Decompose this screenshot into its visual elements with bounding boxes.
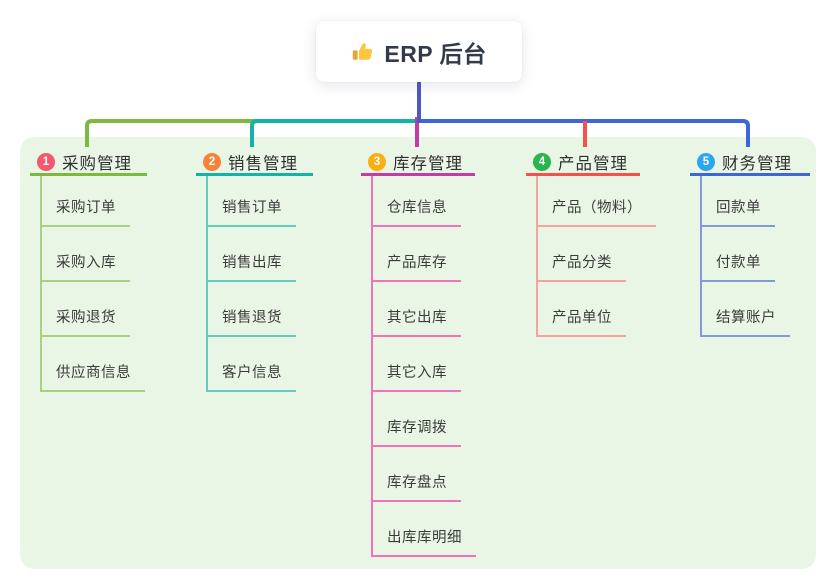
- branch-number-badge: 4: [533, 152, 551, 171]
- node-item[interactable]: 出库库明细: [373, 502, 476, 557]
- branch-inventory-items: 仓库信息 产品库存 其它出库 其它入库 库存调拨 库存盘点 出库库明细: [371, 176, 476, 557]
- node-item[interactable]: 销售出库: [208, 227, 296, 282]
- node-item[interactable]: 库存盘点: [373, 447, 461, 502]
- node-item[interactable]: 回款单: [702, 176, 775, 227]
- node-item[interactable]: 其它出库: [373, 282, 461, 337]
- node-item[interactable]: 销售退货: [208, 282, 296, 337]
- node-item[interactable]: 采购订单: [42, 176, 130, 227]
- branch-title-label: 财务管理: [722, 154, 792, 173]
- node-item[interactable]: 付款单: [702, 227, 775, 282]
- branch-purchase: 1 采购管理 采购订单 采购入库 采购退货 供应商信息: [30, 150, 147, 392]
- branch-title-product[interactable]: 4 产品管理: [526, 150, 640, 176]
- root-node-erp-backend[interactable]: ERP 后台: [316, 21, 522, 82]
- branch-product: 4 产品管理 产品（物料） 产品分类 产品单位: [526, 150, 656, 337]
- branch-title-sales[interactable]: 2 销售管理: [196, 150, 313, 176]
- branch-title-label: 销售管理: [228, 154, 298, 173]
- node-item[interactable]: 库存调拨: [373, 392, 461, 447]
- branch-number-badge: 1: [37, 152, 55, 171]
- thumbs-up-icon: [353, 42, 373, 60]
- node-item[interactable]: 产品分类: [538, 227, 626, 282]
- branch-title-purchase[interactable]: 1 采购管理: [30, 150, 147, 176]
- branch-title-label: 库存管理: [393, 154, 463, 173]
- node-item[interactable]: 客户信息: [208, 337, 296, 392]
- branch-purchase-items: 采购订单 采购入库 采购退货 供应商信息: [40, 176, 147, 392]
- node-item[interactable]: 仓库信息: [373, 176, 461, 227]
- node-item[interactable]: 产品库存: [373, 227, 461, 282]
- node-item[interactable]: 其它入库: [373, 337, 461, 392]
- node-item[interactable]: 结算账户: [702, 282, 790, 337]
- branch-finance-items: 回款单 付款单 结算账户: [700, 176, 810, 337]
- node-item[interactable]: 产品（物料）: [538, 176, 656, 227]
- branch-finance: 5 财务管理 回款单 付款单 结算账户: [690, 150, 810, 337]
- branch-sales: 2 销售管理 销售订单 销售出库 销售退货 客户信息: [196, 150, 313, 392]
- branch-inventory: 3 库存管理 仓库信息 产品库存 其它出库 其它入库 库存调拨 库存盘点 出库库…: [361, 150, 476, 557]
- branch-title-finance[interactable]: 5 财务管理: [690, 150, 810, 176]
- node-item[interactable]: 采购入库: [42, 227, 130, 282]
- branch-sales-items: 销售订单 销售出库 销售退货 客户信息: [206, 176, 313, 392]
- branch-number-badge: 5: [697, 152, 715, 171]
- node-item[interactable]: 采购退货: [42, 282, 130, 337]
- node-item[interactable]: 销售订单: [208, 176, 296, 227]
- branch-title-label: 采购管理: [62, 154, 132, 173]
- node-item[interactable]: 供应商信息: [42, 337, 145, 392]
- branch-number-badge: 3: [368, 152, 386, 171]
- branch-title-inventory[interactable]: 3 库存管理: [361, 150, 475, 176]
- branches-panel: [20, 137, 816, 569]
- branch-number-badge: 2: [203, 152, 221, 171]
- branch-title-label: 产品管理: [558, 154, 628, 173]
- node-item[interactable]: 产品单位: [538, 282, 626, 337]
- branch-product-items: 产品（物料） 产品分类 产品单位: [536, 176, 656, 337]
- root-title: ERP 后台: [384, 40, 487, 67]
